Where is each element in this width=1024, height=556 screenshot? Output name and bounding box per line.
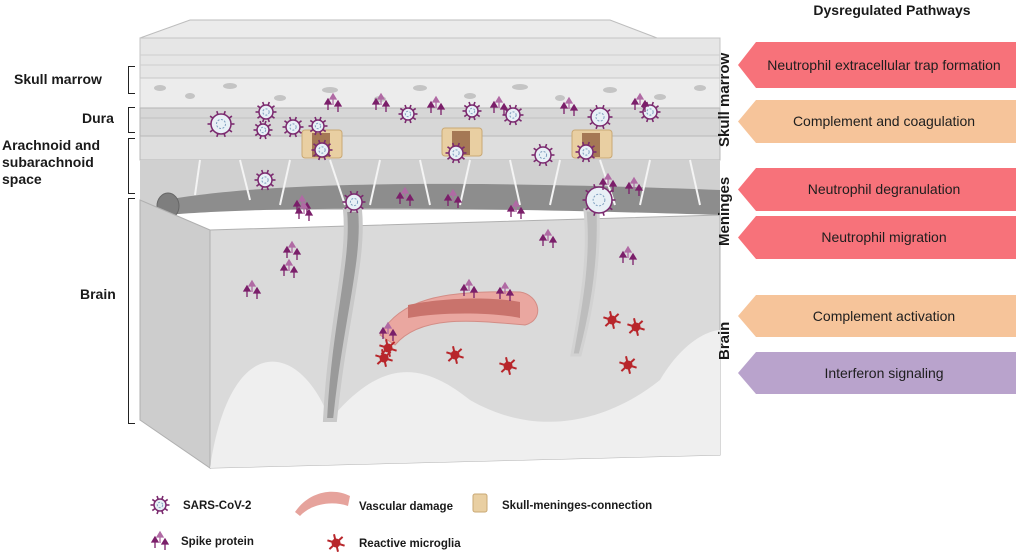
label-brain: Brain	[80, 286, 116, 302]
skull-bone-layer	[139, 37, 721, 79]
microglia-icon	[327, 534, 345, 552]
label-arachnoid: Arachnoid and subarachnoid space	[2, 137, 101, 187]
pathway-arrow-neutrophil-migration: Neutrophil migration	[738, 216, 1016, 259]
virus-icon	[253, 120, 273, 140]
bracket-arachnoid	[128, 138, 135, 194]
reactive-microglia-cells	[375, 311, 645, 375]
pathway-label: Interferon signaling	[824, 364, 944, 381]
bracket-skull-marrow	[128, 66, 135, 94]
pathways-heading: Dysregulated Pathways	[813, 2, 971, 18]
virus-icon	[462, 101, 482, 121]
microglia-icon	[446, 346, 464, 364]
virus-icon	[398, 104, 418, 124]
spike-protein-icon	[538, 228, 558, 248]
virus-icon	[342, 190, 366, 214]
spike-protein-icon	[150, 530, 170, 550]
spike-protein-icon	[459, 278, 479, 298]
vascular-damage-icon	[295, 491, 350, 516]
spike-proteins	[242, 92, 650, 341]
pathway-arrow-interferon-signaling: Interferon signaling	[738, 352, 1016, 394]
legend-vascular-damage: Vascular damage	[359, 501, 453, 513]
spike-protein-icon	[426, 95, 446, 115]
microglia-icon	[627, 318, 645, 336]
microglia-icon	[499, 357, 517, 375]
spike-protein-icon	[559, 96, 579, 116]
spike-protein-icon	[378, 321, 398, 341]
virus-icon	[150, 495, 170, 515]
virus-icon	[311, 139, 333, 161]
virus-icon	[575, 141, 597, 163]
virus-icon	[207, 110, 235, 138]
legend-icons	[150, 491, 488, 552]
virus-icon	[282, 116, 304, 138]
pathway-label: Neutrophil extracellular trap formation	[767, 56, 1001, 73]
microglia-icon	[375, 349, 393, 367]
spike-protein-icon	[371, 92, 391, 112]
microglia-icon	[619, 356, 637, 374]
virus-icon	[582, 184, 616, 216]
pathway-arrow-neutrophil-degranulation: Neutrophil degranulation	[738, 168, 1016, 211]
brain-side-face	[139, 199, 211, 469]
pathway-label: Neutrophil migration	[821, 229, 947, 245]
spike-protein-icon	[395, 186, 415, 206]
pathway-label: Complement activation	[812, 307, 956, 324]
spike-protein-icon	[242, 279, 262, 299]
spike-protein-icon	[443, 188, 463, 208]
bracket-brain	[128, 198, 135, 424]
sars-cov-2-particles	[207, 101, 661, 216]
spike-protein-icon	[495, 281, 515, 301]
trabeculae	[194, 159, 701, 206]
bracket-dura	[128, 107, 135, 133]
damaged-vessel-lumen	[408, 298, 520, 318]
group-label-skull-marrow: Skull marrow	[716, 52, 733, 147]
pathway-arrow-complement-activation: Complement activation	[738, 295, 1016, 337]
sulcus	[570, 208, 600, 357]
group-label-meninges: Meninges	[716, 176, 733, 246]
virus-icon	[255, 101, 277, 123]
legend-sars-cov-2: SARS-CoV-2	[183, 500, 252, 512]
virus-icon	[531, 143, 555, 167]
brain-white-matter	[210, 330, 720, 468]
legend-skull-meninges-connection: Skull-meninges-connection	[502, 500, 653, 512]
spike-protein-icon	[279, 258, 299, 278]
spike-protein-icon	[598, 172, 618, 192]
spike-protein-icon	[489, 95, 509, 115]
pathway-arrow-net-formation: Neutrophil extracellular trap formation	[738, 42, 1016, 88]
virus-icon	[308, 116, 328, 136]
sulcus	[322, 208, 363, 422]
spike-protein-icon	[323, 92, 343, 112]
arachnoid-layer	[139, 135, 721, 161]
skull-meninges-connection-icon	[472, 493, 488, 513]
legend-reactive-microglia: Reactive microglia	[359, 538, 461, 550]
spike-protein-icon	[618, 245, 638, 265]
legend-spike-protein: Spike protein	[181, 536, 254, 548]
dura-layer	[139, 107, 721, 137]
pathway-arrow-complement-coagulation: Complement and coagulation	[738, 100, 1016, 143]
spike-protein-icon	[294, 201, 314, 221]
pathway-label: Complement and coagulation	[792, 113, 976, 129]
virus-icon	[639, 101, 661, 123]
virus-icon	[445, 142, 467, 164]
virus-icon	[587, 104, 613, 130]
label-skull-marrow: Skull marrow	[14, 71, 102, 87]
spike-protein-icon	[282, 240, 302, 260]
virus-icon	[254, 169, 276, 191]
spike-protein-icon	[624, 176, 644, 196]
label-dura: Dura	[82, 110, 114, 126]
group-label-brain: Brain	[716, 321, 733, 360]
microglia-icon	[603, 311, 621, 329]
pathway-label: Neutrophil degranulation	[807, 181, 961, 197]
spike-protein-icon	[630, 92, 650, 112]
spike-protein-icon	[506, 199, 526, 219]
